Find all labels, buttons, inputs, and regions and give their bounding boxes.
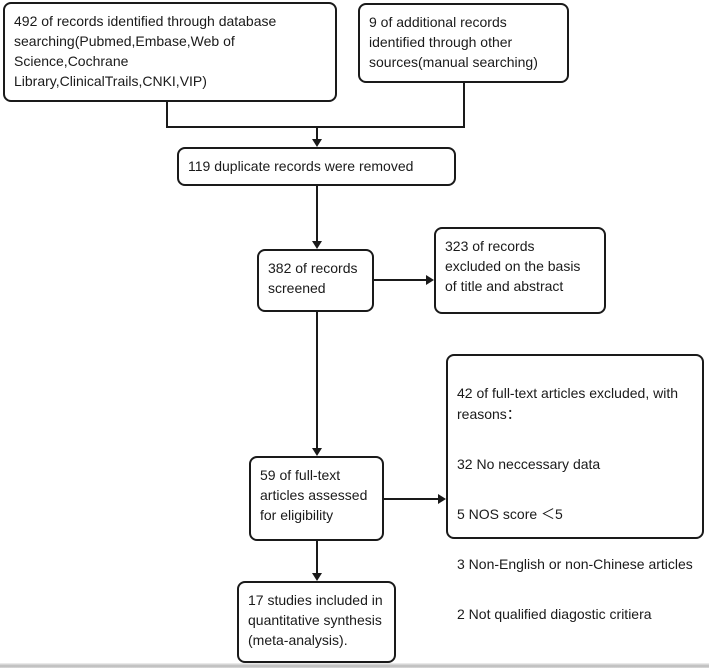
arrow-to-fulltext-excluded-shaft [384, 498, 438, 500]
box-records-identified-other-sources: 9 of additional records identified throu… [358, 3, 569, 83]
arrow-to-eligibility-head [312, 448, 322, 456]
connector-other-sources-down-line [463, 83, 465, 128]
arrow-to-eligibility-shaft [316, 312, 318, 449]
box-duplicates-removed: 119 duplicate records were removed [177, 147, 456, 186]
fulltext-excluded-reason: 32 No neccessary data [457, 456, 601, 472]
connector-database-down-line [166, 102, 168, 128]
box-records-screened: 382 of records screened [257, 249, 374, 312]
box-records-excluded-title-abstract: 323 of records excluded on the basis of … [434, 227, 606, 314]
box-fulltext-articles-excluded: 42 of full-text articles excluded, with … [446, 354, 704, 622]
arrow-to-duplicates-shaft [316, 128, 318, 140]
fulltext-excluded-reason: 3 Non-English or non-Chinese articles [457, 556, 693, 572]
arrow-to-fulltext-excluded-head [438, 494, 446, 504]
box-records-identified-database: 492 of records identified through databa… [3, 2, 337, 102]
connector-merge-horizontal-line [166, 126, 465, 128]
box-fulltext-assessed-eligibility: 59 of full-text articles assessed for el… [249, 456, 384, 541]
figure-bottom-shadow [0, 663, 709, 668]
fulltext-excluded-reason: 2 Not qualified diagostic critiera [457, 606, 652, 622]
arrow-to-title-abstract-shaft [374, 279, 426, 281]
arrow-to-screened-head [312, 241, 322, 249]
arrow-to-included-head [312, 573, 322, 581]
arrow-to-duplicates-head [312, 139, 322, 147]
arrow-to-included-shaft [316, 541, 318, 574]
arrow-to-title-abstract-head [426, 275, 434, 285]
arrow-to-screened-shaft [316, 186, 318, 242]
fulltext-excluded-reason: 5 NOS score ＜5 [457, 506, 563, 522]
fulltext-excluded-title: 42 of full-text articles excluded, with … [457, 385, 678, 422]
box-studies-included-meta-analysis: 17 studies included in quantitative synt… [237, 581, 396, 663]
